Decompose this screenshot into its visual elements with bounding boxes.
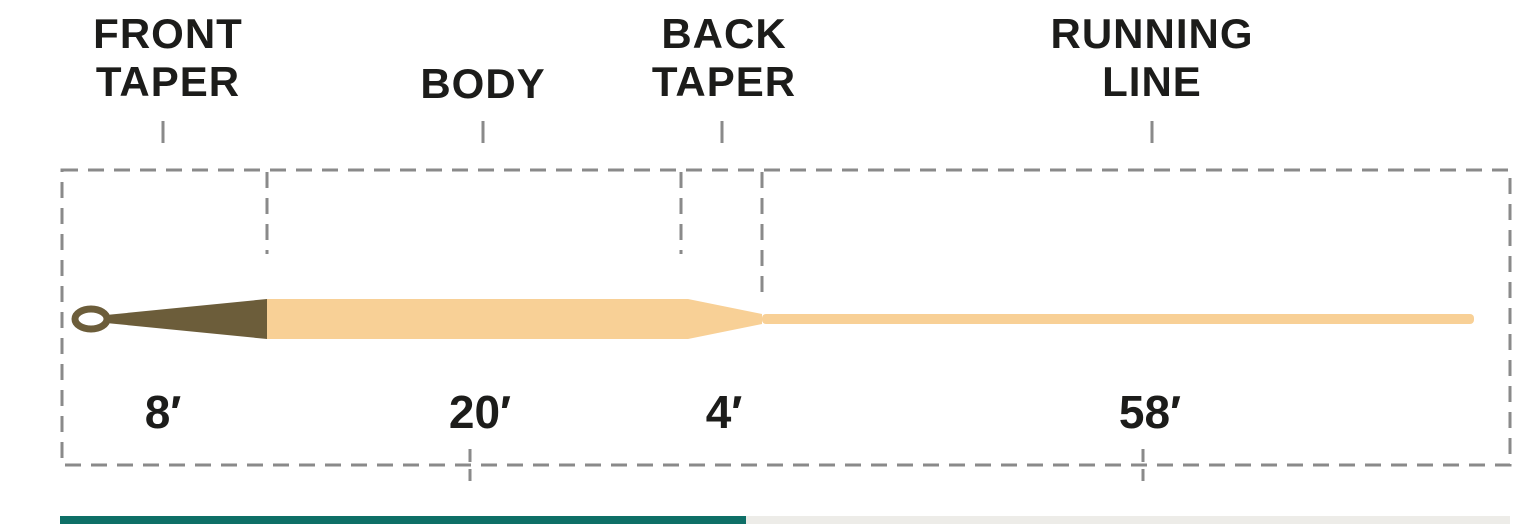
body-label: BODY bbox=[420, 60, 546, 107]
running-line-shape bbox=[762, 314, 1474, 324]
back-taper-label: BACK TAPER bbox=[651, 10, 797, 106]
diagram-border bbox=[60, 168, 1512, 467]
body-length: 20′ bbox=[448, 386, 512, 438]
running-line-length: 58′ bbox=[1118, 386, 1182, 438]
front-taper-length: 8′ bbox=[144, 386, 182, 438]
back-taper-length: 4′ bbox=[705, 386, 743, 438]
welded-loop-icon bbox=[71, 305, 111, 333]
bottom-accent-bar bbox=[60, 516, 746, 524]
body-back-taper-shape bbox=[267, 299, 762, 339]
running-line-label: RUNNING LINE bbox=[1050, 10, 1254, 106]
bottom-accent-bar-light bbox=[746, 516, 1510, 524]
front-taper-shape bbox=[106, 299, 267, 339]
front-taper-label: FRONT TAPER bbox=[93, 10, 243, 106]
